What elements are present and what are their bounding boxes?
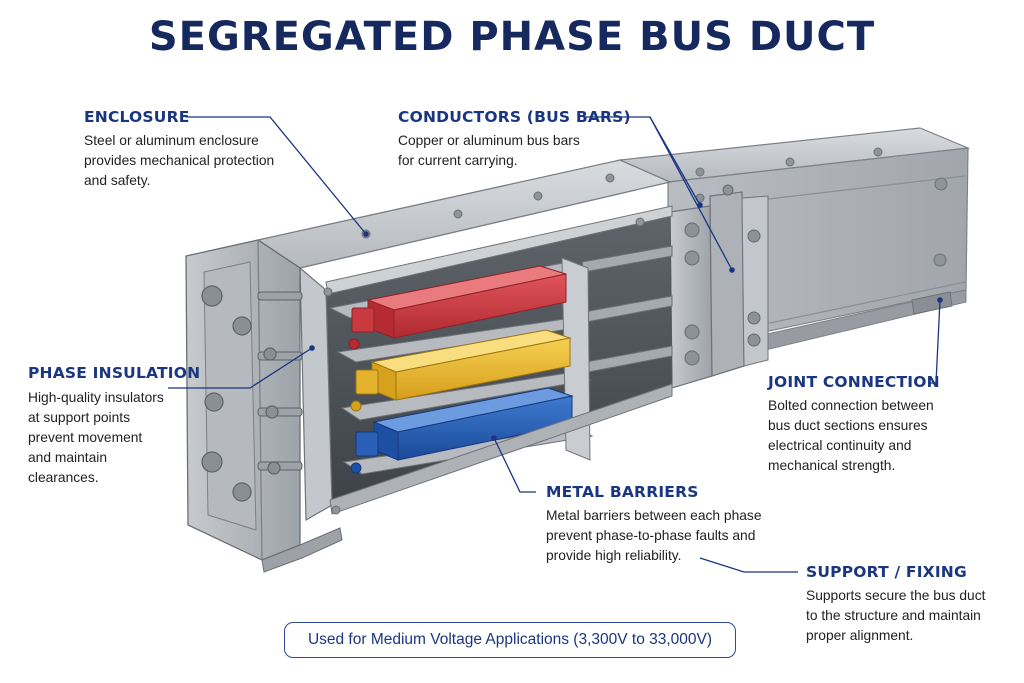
metal-barriers-description-line: Metal barriers between each phase [546,508,762,523]
support-bracket [911,291,953,315]
phase-insulation-description-line: at support points [28,410,131,425]
enclosure-description-line: Steel or aluminum enclosure [84,133,259,148]
phase-insulation-description-line: and maintain [28,450,108,465]
enclosure-label: ENCLOSURE [84,108,190,126]
metal-barrier [340,371,592,421]
metal-barriers-description-line: provide high reliability. [546,548,682,563]
support-fixing-description: Supports secure the bus duct to the stru… [806,586,985,646]
joint-connection-description-line: electrical continuity and [768,438,912,453]
metal-barriers-description: Metal barriers between each phase preven… [546,506,762,566]
diagram-title: SEGREGATED PHASE BUS DUCT [148,14,876,60]
joint-connection-description-line: mechanical strength. [768,458,896,473]
joint-connection-description-line: Bolted connection between [768,398,934,413]
phase-insulation-description-line: High-quality insulators [28,390,164,405]
application-note-text: Used for Medium Voltage Applications (3,… [307,631,713,648]
support-fixing-description-line: Supports secure the bus duct [806,588,986,603]
conductors-description-line: Copper or aluminum bus bars [398,133,580,148]
joint-connection-description: Bolted connection between bus duct secti… [768,396,934,476]
phase-insulation-label: PHASE INSULATION [28,364,201,382]
conductors-description: Copper or aluminum bus bars for current … [398,131,580,171]
leader-lines [168,116,941,573]
phase-insulation-description-line: prevent movement [28,430,143,445]
conductors-description-line: for current carrying. [398,153,518,168]
enclosure-description-line: and safety. [84,173,151,188]
metal-barriers-description-line: prevent phase-to-phase faults and [546,528,756,543]
right-section-bolts [695,147,948,267]
support-fixing-label: SUPPORT / FIXING [806,563,967,581]
phase-insulator-posts [201,285,303,502]
application-note-box: Used for Medium Voltage Applications (3,… [284,622,736,658]
metal-barriers-label: METAL BARRIERS [546,483,699,501]
conductors-label: CONDUCTORS (BUS BARS) [398,108,631,126]
enclosure-description-line: provides mechanical protection [84,153,275,168]
bus-bar-yellow [350,329,572,412]
joint-coupling [669,184,769,389]
bus-bar-red [348,265,567,350]
support-fixing-description-line: to the structure and maintain [806,608,981,623]
enclosure-description: Steel or aluminum enclosure provides mec… [84,131,274,191]
phase-insulation-description-line: clearances. [28,470,99,485]
phase-insulation-description: High-quality insulators at support point… [28,388,164,488]
leader-endpoints [309,202,943,441]
support-fixing-description-line: proper alignment. [806,628,914,643]
bus-bar-blue [350,387,574,474]
joint-connection-label: JOINT CONNECTION [768,373,940,391]
joint-connection-description-line: bus duct sections ensures [768,418,928,433]
front-duct-section [185,159,673,573]
